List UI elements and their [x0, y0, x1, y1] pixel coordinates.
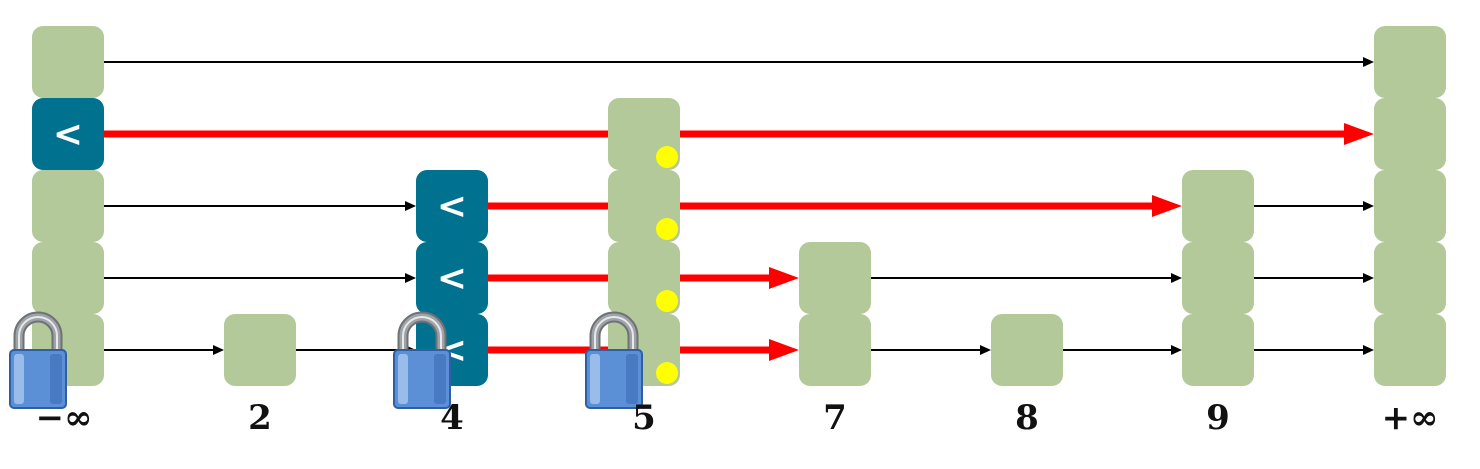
marked-symbol: < — [53, 114, 83, 155]
marked-node-4-level-2: < — [416, 242, 488, 314]
key-label-9: 9 — [1206, 398, 1230, 438]
link-level-1-13 — [1063, 345, 1182, 355]
link-level-1-12 — [871, 345, 991, 355]
node-7-level-2 — [799, 242, 871, 314]
link-level-5-0 — [104, 57, 1374, 67]
node-8-level-1 — [991, 314, 1063, 386]
node-pos-inf-level-1 — [1374, 314, 1446, 386]
marked-symbol: < — [437, 186, 467, 227]
key-label-neg-inf: −∞ — [35, 398, 93, 438]
marked-node-neg-inf-level-4: < — [32, 98, 104, 170]
link-level-2-5 — [104, 273, 416, 283]
node-neg-inf-level-2 — [32, 242, 104, 314]
yellow-dot-5-level-1 — [656, 362, 678, 384]
lock-icon-neg-inf — [9, 311, 67, 409]
changed-link-level-4-1 — [104, 123, 1374, 145]
nodes-layer: <<<< — [32, 26, 1446, 386]
key-label-7: 7 — [823, 398, 847, 438]
link-level-3-2 — [104, 201, 416, 211]
link-level-1-14 — [1254, 345, 1374, 355]
key-label-8: 8 — [1015, 398, 1039, 438]
node-9-level-2 — [1182, 242, 1254, 314]
node-pos-inf-level-3 — [1374, 170, 1446, 242]
key-label-2: 2 — [248, 398, 272, 438]
link-level-2-7 — [871, 273, 1182, 283]
link-level-3-4 — [1254, 201, 1374, 211]
marked-node-4-level-3: < — [416, 170, 488, 242]
key-label-5: 5 — [632, 398, 656, 438]
node-pos-inf-level-2 — [1374, 242, 1446, 314]
yellow-dot-5-level-2 — [656, 290, 678, 312]
node-pos-inf-level-4 — [1374, 98, 1446, 170]
lock-icon-5 — [585, 311, 643, 409]
node-pos-inf-level-5 — [1374, 26, 1446, 98]
marked-symbol: < — [437, 258, 467, 299]
node-9-level-3 — [1182, 170, 1254, 242]
overlay-layer — [9, 311, 643, 409]
lock-icon-4 — [393, 311, 451, 409]
node-neg-inf-level-5 — [32, 26, 104, 98]
key-label-4: 4 — [440, 398, 464, 438]
node-9-level-1 — [1182, 314, 1254, 386]
yellow-dot-5-level-3 — [656, 218, 678, 240]
node-7-level-1 — [799, 314, 871, 386]
link-level-2-8 — [1254, 273, 1374, 283]
changed-link-level-3-3 — [488, 195, 1182, 217]
key-label-pos-inf: +∞ — [1381, 398, 1439, 438]
node-neg-inf-level-3 — [32, 170, 104, 242]
yellow-dot-5-level-4 — [656, 146, 678, 168]
link-level-1-9 — [104, 345, 224, 355]
node-2-level-1 — [224, 314, 296, 386]
